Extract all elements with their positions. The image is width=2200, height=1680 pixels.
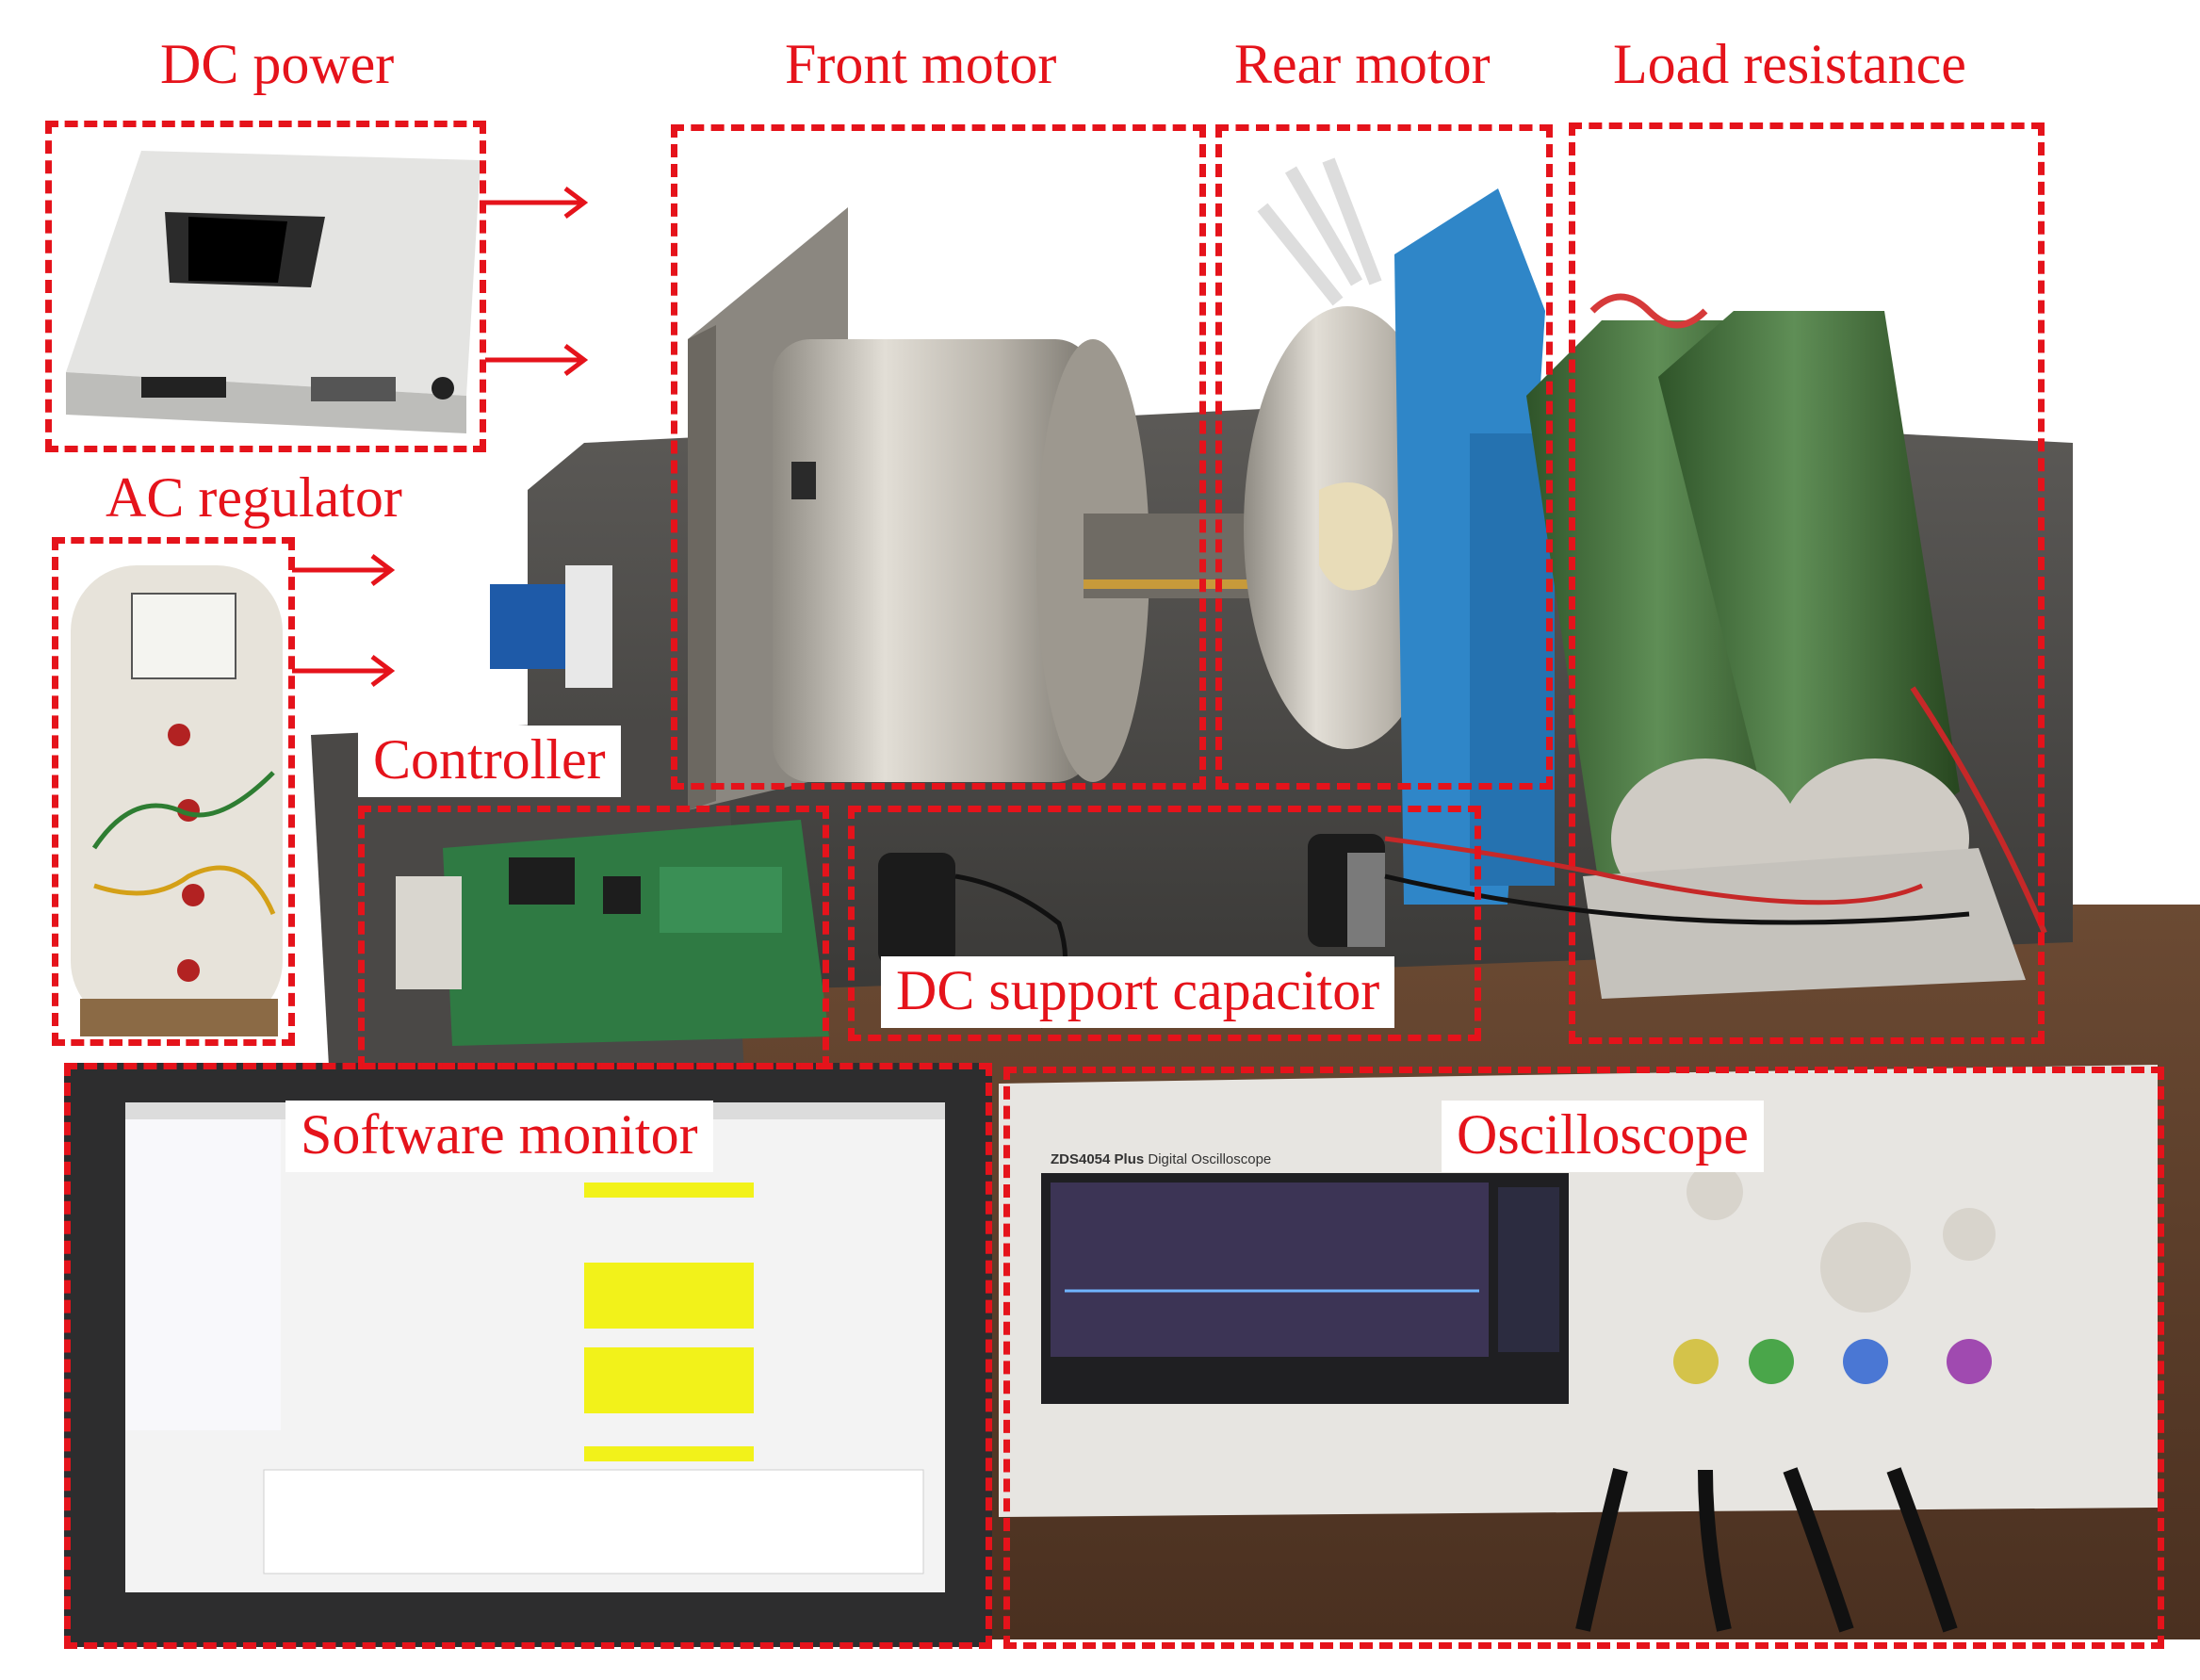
dc-power-unit-photo: [66, 151, 481, 433]
rear-motor-photo: [1244, 157, 1555, 905]
box-front-motor: [671, 124, 1206, 790]
box-ac-regulator: [52, 537, 295, 1046]
box-rear-motor: [1215, 124, 1553, 790]
box-load-resistance: [1569, 122, 2045, 1044]
ac-regulator-photo: [71, 565, 283, 1036]
label-front-motor: Front motor: [785, 33, 1057, 95]
box-oscilloscope: [1003, 1067, 2164, 1649]
box-dc-power: [45, 121, 486, 452]
label-oscilloscope: Oscilloscope: [1442, 1101, 1764, 1172]
front-motor-photo: [688, 207, 1319, 810]
box-dc-support-capacitor: [848, 806, 1481, 1041]
label-dc-support-capacitor: DC support capacitor: [881, 956, 1395, 1028]
label-ac-regulator: AC regulator: [106, 466, 402, 529]
oscilloscope-brand: ZDS4054 Plus Digital Oscilloscope: [1051, 1151, 1272, 1167]
label-software-monitor: Software monitor: [285, 1101, 713, 1172]
label-rear-motor: Rear motor: [1234, 33, 1491, 95]
label-dc-power: DC power: [160, 33, 395, 95]
software-monitor-photo: [64, 1063, 992, 1647]
label-load-resistance: Load resistance: [1613, 33, 1966, 95]
oscilloscope-photo: [999, 1065, 2158, 1633]
oscilloscope-subtitle: Digital Oscilloscope: [1148, 1151, 1272, 1167]
label-controller: Controller: [358, 726, 621, 797]
box-software-monitor: [64, 1063, 992, 1649]
box-controller: [358, 806, 829, 1069]
load-resistors-photo: [1526, 293, 2047, 999]
arrows: [292, 187, 589, 687]
controller-board-photo: [396, 565, 829, 1046]
